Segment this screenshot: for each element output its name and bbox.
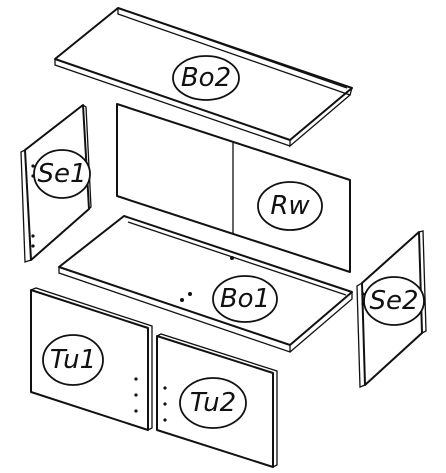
- se2-back-edge: [418, 230, 427, 334]
- se1-thickness: [20, 149, 32, 263]
- tu1-hole: [134, 377, 138, 381]
- rw-label: Rw: [270, 191, 310, 221]
- se2-thickness: [356, 282, 366, 388]
- se1-hole: [31, 164, 35, 168]
- se1-back-edge: [82, 104, 92, 210]
- tu2-hole: [163, 402, 167, 406]
- tu2-label: Tu2: [190, 388, 236, 418]
- bo1-hole: [230, 256, 234, 260]
- bo1-label-ellipse: [212, 275, 278, 323]
- tu1-hole: [134, 393, 138, 397]
- part-bo2: Bo2: [54, 7, 353, 148]
- tu2-thickness: [156, 333, 278, 468]
- se1-label-ellipse: [33, 149, 91, 199]
- part-tu2: Tu2: [156, 333, 278, 468]
- tu2-hole: [163, 418, 167, 422]
- tu2-hole: [163, 386, 167, 390]
- tu2-label-ellipse: [179, 377, 247, 429]
- tu1-label: Tu1: [50, 345, 96, 375]
- part-bo1: Bo1: [58, 215, 353, 353]
- bo1-edge-front: [58, 267, 291, 353]
- bo2-groove: [129, 11, 348, 89]
- se1-label: Se1: [37, 159, 86, 189]
- se2-hole: [361, 292, 365, 296]
- part-se2: Se2: [356, 230, 427, 388]
- tu1-hole: [134, 409, 138, 413]
- tu1-thickness: [30, 287, 153, 431]
- tu1-label-ellipse: [42, 334, 104, 386]
- bo1-groove: [127, 221, 347, 296]
- bo2-edge-front: [117, 8, 353, 96]
- bo1-hole: [188, 292, 192, 296]
- part-rw: Rw: [116, 103, 351, 273]
- bo2-edge-back: [54, 59, 291, 147]
- bo1-edge-side: [289, 292, 353, 353]
- part-tu1: Tu1: [30, 287, 153, 431]
- part-se1: Se1: [20, 104, 92, 263]
- bo1-label: Bo1: [220, 284, 270, 314]
- se1-hole: [31, 244, 35, 248]
- se2-label-ellipse: [363, 276, 425, 326]
- se2-label: Se2: [369, 286, 418, 316]
- bo2-label: Bo2: [181, 63, 231, 93]
- bo1-hole: [180, 298, 184, 302]
- rw-label-ellipse: [257, 181, 323, 231]
- bo2-label-ellipse: [172, 55, 240, 101]
- se1-hole: [31, 234, 35, 238]
